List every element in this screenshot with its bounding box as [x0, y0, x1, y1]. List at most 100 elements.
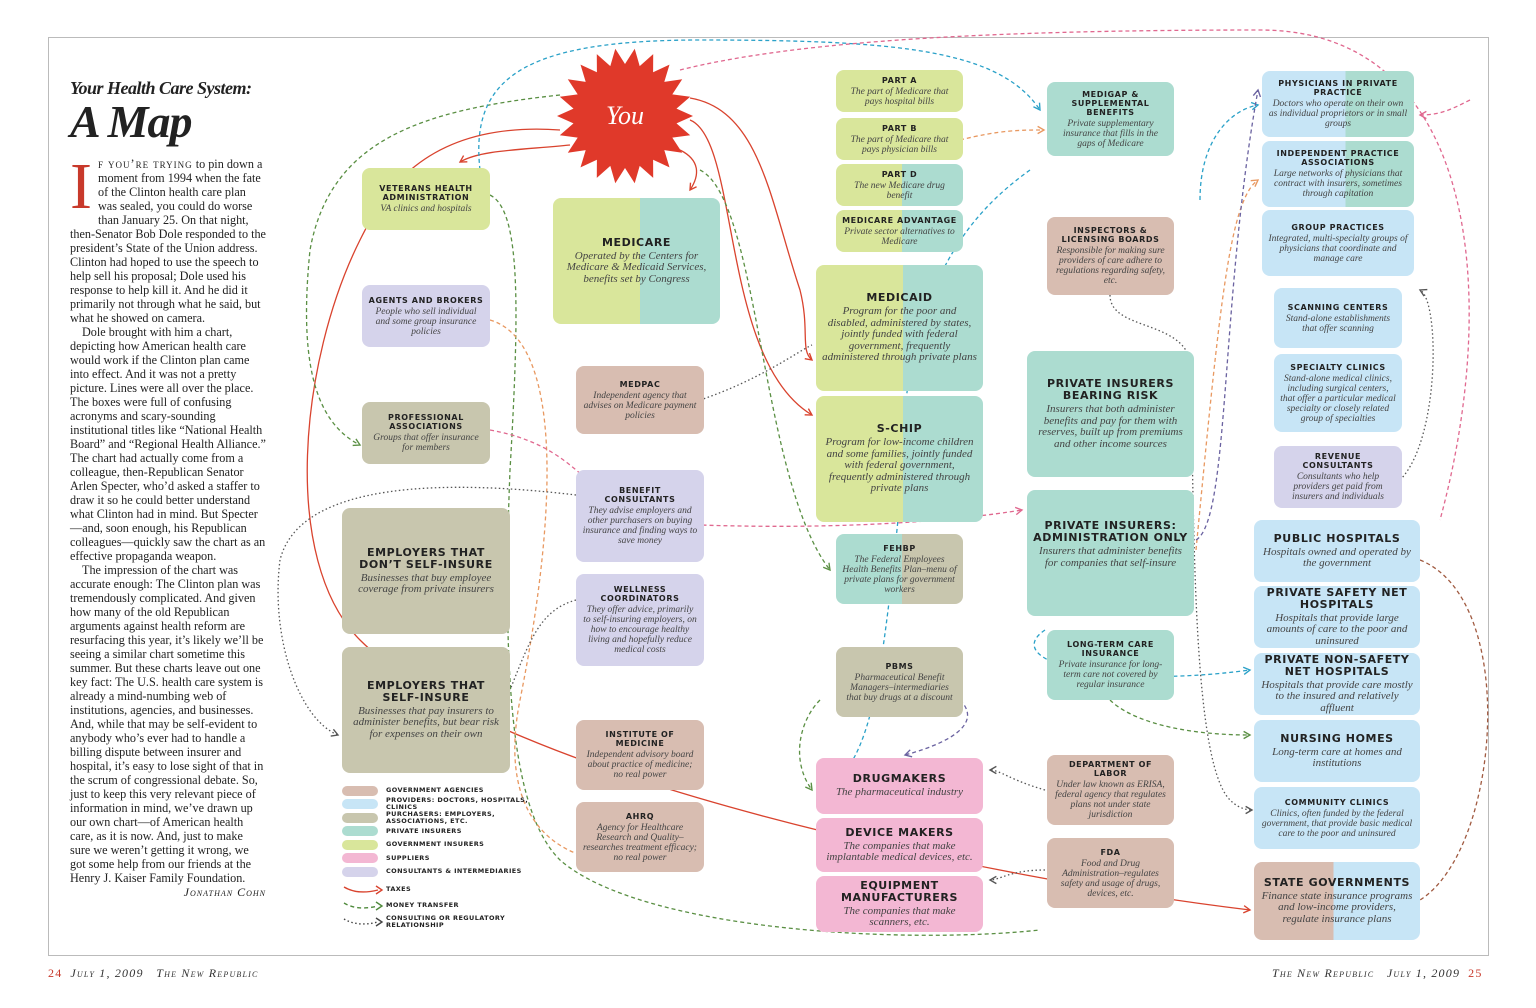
legend-item: Providers: Doctors, Hospitals, Clinics: [342, 797, 532, 812]
node-title: AHRQ: [625, 811, 655, 821]
node-desc: Large networks of physicians that contra…: [1273, 169, 1403, 199]
node-desc: They advise employers and other purchase…: [582, 506, 698, 546]
node-title: Device Makers: [845, 825, 954, 839]
paragraph-2: Dole brought with him a chart, depicting…: [70, 325, 266, 563]
node-private-insurers-admin-only: Private Insurers: Administration OnlyIns…: [1027, 490, 1194, 616]
node-desc: Agency for Healthcare Research and Quali…: [583, 822, 697, 863]
node-scanning-centers: Scanning CentersStand-alone establishmen…: [1274, 288, 1402, 348]
node-independent-practice-associations: Independent Practice AssociationsLarge n…: [1262, 141, 1414, 207]
node-desc: Integrated, multi-specialty groups of ph…: [1268, 233, 1408, 264]
you-label: You: [605, 101, 645, 130]
node-title: Inspectors & Licensing Boards: [1061, 226, 1160, 244]
footer-left-text: July 1, 2009 The New Republic: [70, 966, 259, 980]
node-desc: Doctors who operate on their own as indi…: [1268, 99, 1408, 129]
legend-item: Purchasers: Employers, Associations, etc…: [342, 809, 532, 825]
node-desc: Finance state insurance programs and low…: [1261, 889, 1413, 925]
node-desc: Businesses that pay insurers to administ…: [353, 704, 499, 740]
article-headline: A Map: [70, 96, 193, 147]
node-desc: The pharmaceutical industry: [835, 786, 964, 799]
node-desc: Hospitals that provide large amounts of …: [1266, 611, 1408, 647]
node-desc: The part of Medicare that pays hospital …: [850, 86, 949, 107]
node-title: Agents and Brokers: [368, 295, 484, 305]
node-title: Public Hospitals: [1273, 531, 1401, 545]
legend-swatch: [342, 826, 378, 837]
node-title: Wellness Coordinators: [600, 585, 680, 603]
node-title: Physicians in Private Practice: [1278, 79, 1398, 97]
node-benefit-consultants: Benefit ConsultantsThey advise employers…: [576, 470, 704, 562]
node-desc: Consultants who help providers get paid …: [1291, 472, 1384, 502]
node-desc: Responsible for making sure providers of…: [1056, 246, 1165, 286]
node-title: FDA: [1100, 847, 1121, 857]
node-professional-associations: Professional AssociationsGroups that off…: [362, 402, 490, 464]
arrow-icon: [343, 900, 384, 911]
node-desc: Operated by the Centers for Medicare & M…: [566, 249, 707, 285]
node-title: Medicaid: [866, 291, 933, 305]
node-desc: They offer advice, primarily to self-ins…: [583, 605, 697, 655]
node-state-governments: State GovernmentsFinance state insurance…: [1254, 862, 1420, 940]
node-pbms: PBMsPharmaceutical Benefit Managers–inte…: [836, 647, 963, 717]
node-desc: People who sell individual and some grou…: [375, 306, 477, 337]
node-device-makers: Device MakersThe companies that make imp…: [816, 818, 983, 872]
node-title: Group Practices: [1291, 222, 1385, 232]
legend-label: Money Transfer: [386, 901, 459, 909]
node-equipment-manufacturers: Equipment ManufacturersThe companies tha…: [816, 876, 983, 932]
node-title: Department of Labor: [1068, 760, 1153, 778]
legend-label: Suppliers: [386, 853, 430, 862]
node-institute-of-medicine: Institute of MedicineIndependent advisor…: [576, 720, 704, 790]
paragraph-1: to pin down a moment from 1994 when the …: [70, 157, 266, 325]
legend-swatch: [342, 812, 378, 823]
legend-label: Consulting or Regulatory Relationship: [386, 913, 506, 929]
legend-label: Private Insurers: [386, 826, 462, 835]
legend-label: Government Insurers: [386, 840, 485, 849]
node-desc: Pharmaceutical Benefit Managers–intermed…: [846, 672, 953, 703]
node-desc: Clinics, often funded by the federal gov…: [1261, 808, 1413, 839]
node-desc: Independent agency that advises on Medic…: [583, 390, 697, 421]
node-nursing-homes: Nursing HomesLong-term care at homes and…: [1254, 720, 1420, 782]
lead-in: f you’re trying: [97, 157, 193, 171]
node-desc: Private supplementary insurance that fil…: [1063, 118, 1158, 149]
node-title: Benefit Consultants: [604, 486, 676, 504]
node-title: Community Clinics: [1284, 797, 1390, 807]
node-desc: Private sector alternatives to Medicare: [844, 226, 955, 247]
legend-item: Private Insurers: [342, 825, 532, 839]
node-title: Private Insurers: Administration Only: [1033, 519, 1188, 544]
node-desc: VA clinics and hospitals: [380, 204, 472, 214]
legend-label: Consultants & Intermediaries: [386, 867, 522, 876]
legend-swatch: [342, 866, 378, 877]
article-kicker: Your Health Care System:: [70, 78, 252, 98]
legend-label: Purchasers: Employers, Associations, etc…: [386, 809, 495, 825]
legend-swatch: [342, 785, 378, 796]
node-drugmakers: DrugmakersThe pharmaceutical industry: [816, 758, 983, 814]
node-group-practices: Group PracticesIntegrated, multi-special…: [1262, 210, 1414, 276]
node-desc: Groups that offer insurance for members: [373, 433, 479, 453]
legend-item: Suppliers: [342, 852, 532, 866]
node-title: FEHBP: [883, 543, 916, 553]
node-title: Long-Term Care Insurance: [1067, 640, 1154, 658]
node-desc: Program for the poor and disabled, admin…: [822, 305, 977, 364]
node-title: Private Safety Net Hospitals: [1266, 585, 1408, 611]
node-title: Scanning Centers: [1287, 302, 1389, 312]
node-desc: Stand-alone medical clinics, including s…: [1280, 373, 1396, 424]
node-desc: Private insurance for long-term care not…: [1058, 660, 1163, 690]
node-title: Institute of Medicine: [605, 730, 675, 748]
node-title: S-CHIP: [876, 422, 923, 436]
legend-line-item: Money Transfer: [342, 899, 532, 913]
node-specialty-clinics: Specialty ClinicsStand-alone medical cli…: [1274, 354, 1402, 432]
legend-swatch: [342, 799, 378, 810]
node-wellness-coordinators: Wellness CoordinatorsThey offer advice, …: [576, 574, 704, 666]
node-desc: Stand-alone establishments that offer sc…: [1285, 313, 1391, 334]
byline: Jonathan Cohn: [183, 885, 266, 899]
node-title: Independent Practice Associations: [1276, 149, 1400, 167]
node-desc: The companies that make scanners, etc.: [843, 904, 956, 928]
you-node: You: [555, 46, 695, 186]
node-title: Private Insurers Bearing Risk: [1046, 377, 1175, 402]
node-desc: Insurers that both administer benefits a…: [1038, 403, 1183, 450]
